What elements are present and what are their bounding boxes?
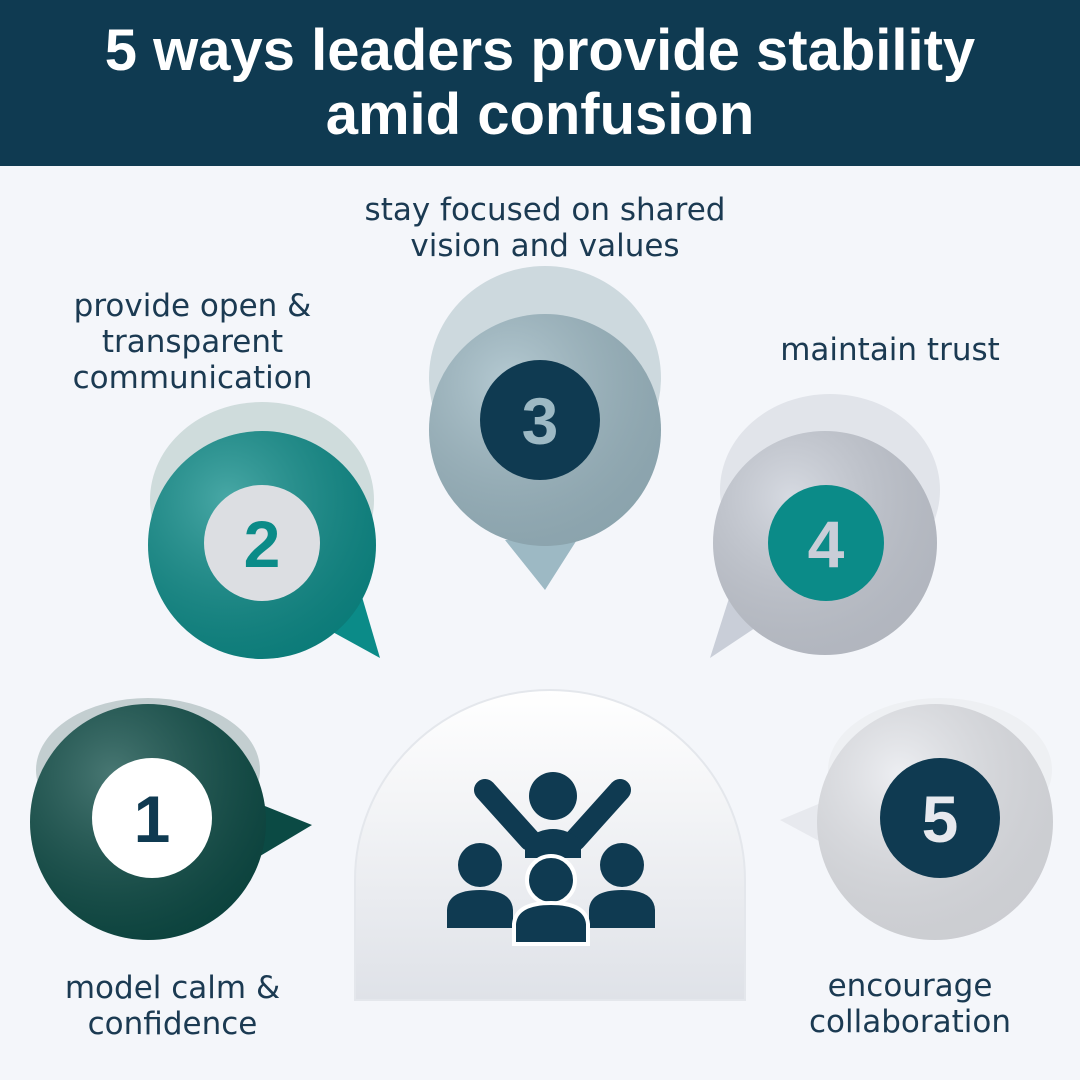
bubble-5-number: 5 bbox=[922, 782, 959, 856]
item-1-label: model calm & confidence bbox=[20, 970, 325, 1042]
item-5-label: encourage collaboration bbox=[770, 968, 1050, 1040]
bubble-5: 5 bbox=[780, 698, 1053, 940]
bubble-4-badge bbox=[768, 485, 884, 601]
page-title: 5 ways leaders provide stability amid co… bbox=[104, 18, 976, 147]
item-2-label-line: communication bbox=[72, 360, 313, 396]
title-banner: 5 ways leaders provide stability amid co… bbox=[0, 0, 1080, 166]
item-3-label: stay focused on shared vision and values bbox=[330, 192, 760, 264]
bubble-4: 4 bbox=[710, 394, 940, 658]
bubble-2-tail bbox=[320, 590, 380, 658]
bubble-5-badge bbox=[880, 758, 1000, 878]
item-2-label-line: provide open & bbox=[73, 288, 312, 324]
item-4-label-line: maintain trust bbox=[780, 332, 1000, 368]
item-1-label-line: confidence bbox=[87, 1006, 258, 1042]
bubble-1-badge bbox=[92, 758, 212, 878]
item-1-label-line: model calm & bbox=[64, 970, 281, 1006]
item-5-label-line: encourage bbox=[827, 968, 993, 1004]
bubble-2-number: 2 bbox=[244, 507, 281, 581]
bubble-1-number: 1 bbox=[134, 782, 171, 856]
bubble-3-badge bbox=[480, 360, 600, 480]
item-2-label-line: transparent bbox=[101, 324, 284, 360]
bubble-3: 3 bbox=[429, 266, 661, 590]
item-2-label: provide open & transparent communication bbox=[40, 288, 345, 396]
bubble-2: 2 bbox=[148, 402, 380, 659]
item-4-label: maintain trust bbox=[740, 332, 1040, 368]
item-5-label-line: collaboration bbox=[809, 1004, 1011, 1040]
item-3-label-line: vision and values bbox=[410, 228, 680, 264]
bubble-2-badge bbox=[204, 485, 320, 601]
bubble-4-number: 4 bbox=[808, 507, 845, 581]
bubble-3-number: 3 bbox=[522, 384, 559, 458]
team-celebration-icon bbox=[447, 772, 655, 946]
bubble-1: 1 bbox=[30, 698, 312, 940]
bubble-3-tail bbox=[505, 535, 580, 590]
item-3-label-line: stay focused on shared bbox=[364, 192, 726, 228]
